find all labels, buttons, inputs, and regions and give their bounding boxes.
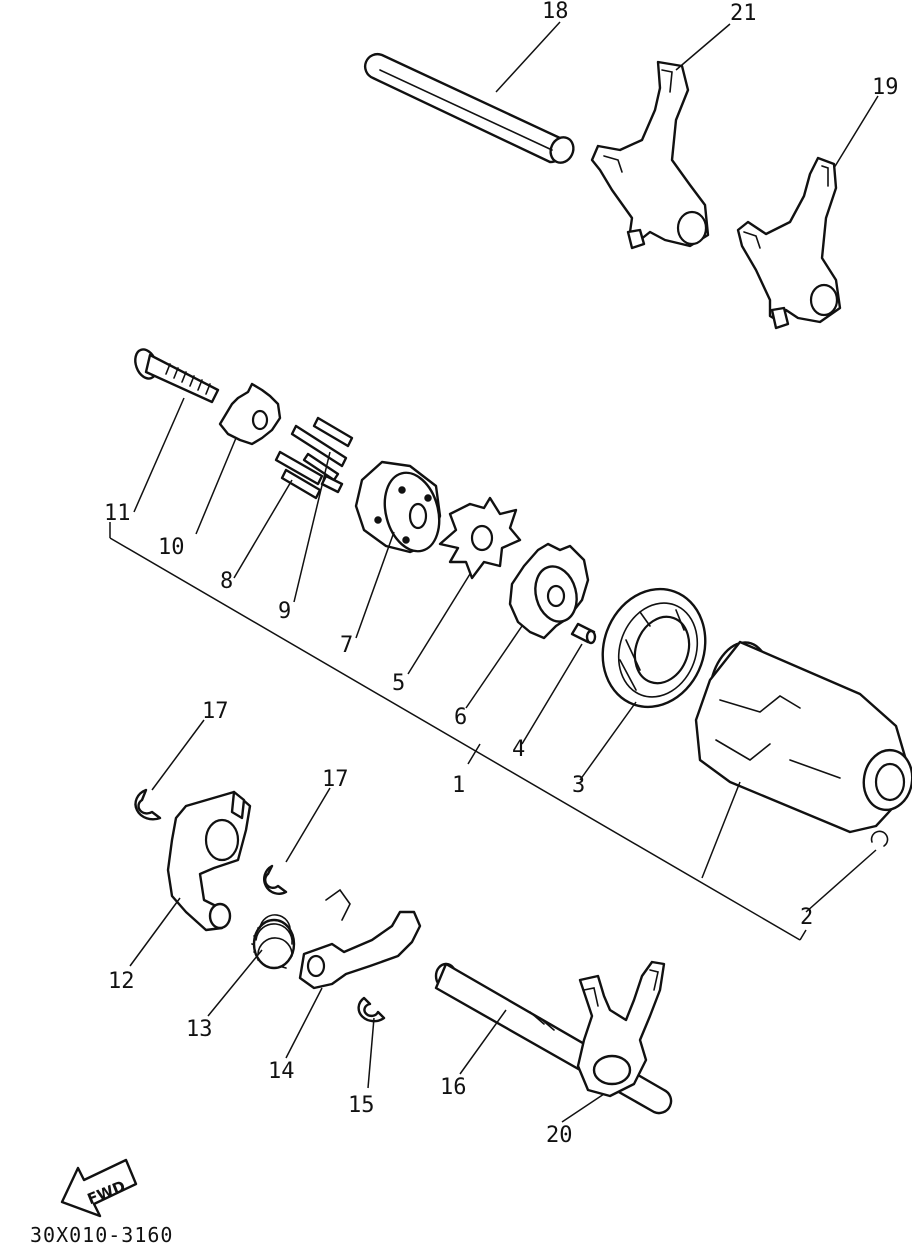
leader-lines	[109, 21, 879, 1123]
callout-9: 9	[278, 599, 291, 624]
callout-7: 7	[340, 633, 353, 658]
callout-11: 11	[104, 501, 131, 526]
callout-2: 2	[800, 905, 813, 930]
callout-3: 3	[572, 773, 585, 798]
part-21-shift-fork	[590, 60, 710, 250]
part-6-cam-plate	[508, 542, 590, 640]
callout-12: 12	[108, 969, 135, 994]
part-1-shift-drum	[694, 640, 912, 834]
part-9-pins	[290, 416, 354, 482]
callout-16: 16	[440, 1075, 467, 1100]
part-10-segment	[218, 382, 282, 446]
callout-14: 14	[268, 1059, 295, 1084]
callout-20: 20	[546, 1123, 573, 1148]
callout-17-left: 17	[202, 699, 229, 724]
part-18-guide-bar	[363, 52, 575, 164]
callout-labels: 18 21 19 11 10 8 9 7 5 6 4 1 3 2 17 17 1…	[104, 0, 899, 1148]
callout-13: 13	[186, 1017, 213, 1042]
part-3-bearing	[601, 587, 707, 709]
callout-21: 21	[730, 1, 757, 26]
part-8-pins	[274, 450, 344, 500]
part-13-spring	[251, 914, 296, 970]
callout-5: 5	[392, 671, 405, 696]
part-14-shift-arm	[298, 888, 422, 990]
callout-4: 4	[512, 737, 525, 762]
callout-8: 8	[220, 569, 233, 594]
part-2-clip	[870, 830, 889, 847]
callout-17-right: 17	[322, 767, 349, 792]
part-7-segment-drum	[354, 460, 442, 554]
part-4-dowel-pin	[570, 622, 597, 645]
callout-15: 15	[348, 1093, 375, 1118]
drawing-code: 30X010-3160	[30, 1223, 173, 1247]
part-17-circlip-right	[263, 864, 288, 895]
callout-6: 6	[454, 705, 467, 730]
part-20-shift-fork	[576, 960, 666, 1098]
callout-10: 10	[158, 535, 185, 560]
part-19-shift-fork	[736, 156, 842, 330]
part-11-bolt	[134, 348, 220, 404]
callout-1: 1	[452, 773, 465, 798]
fwd-arrow-icon: FWD	[60, 1158, 138, 1218]
part-12-shift-lever	[166, 790, 252, 932]
part-17-circlip-left	[134, 788, 162, 821]
part-5-star-plate	[438, 496, 522, 580]
part-15-clip	[357, 996, 386, 1023]
callout-19: 19	[872, 75, 899, 100]
callout-18: 18	[542, 0, 569, 24]
